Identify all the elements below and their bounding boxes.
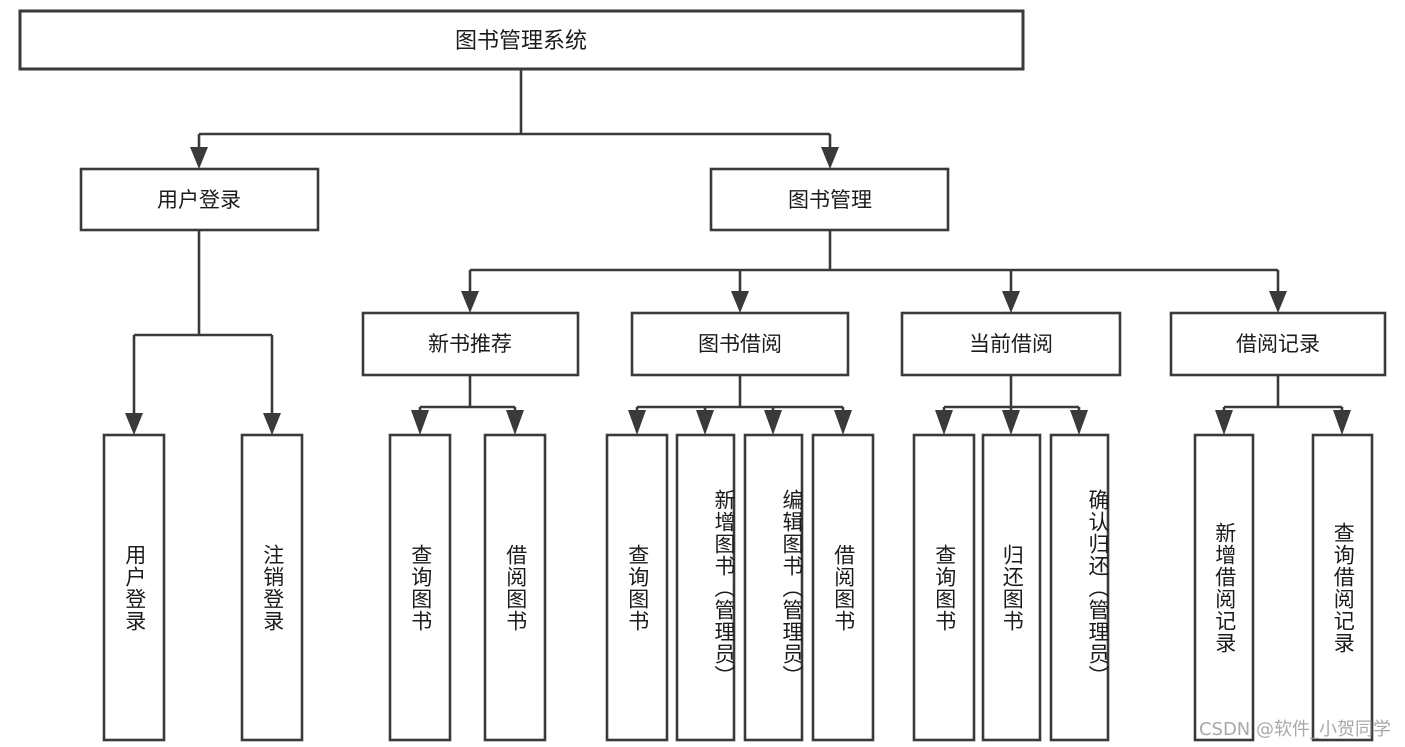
node-borrow-record-label: 借阅记录 [1236, 332, 1320, 356]
node-current-borrow[interactable] [900, 311, 1122, 377]
node-leaf-borrow-book-2[interactable] [811, 433, 875, 742]
node-current-borrow-label: 当前借阅 [969, 332, 1053, 356]
arrow-head-leaf-query-book-3 [935, 410, 953, 435]
arrow-head-leaf-add-record [1215, 410, 1233, 435]
arrow-head-leaf-add-book [696, 410, 714, 435]
node-leaf-add-book[interactable] [675, 433, 736, 742]
node-root[interactable] [18, 9, 1025, 71]
node-leaf-edit-book[interactable] [743, 433, 804, 742]
node-leaf-logout-login[interactable] [240, 433, 304, 742]
node-book-management[interactable] [709, 167, 950, 232]
node-leaf-borrow-book-1[interactable] [483, 433, 547, 742]
arrow-head-leaf-logout-login [263, 413, 281, 435]
arrow-head-user-login [190, 147, 208, 169]
node-leaf-query-book-3[interactable] [912, 433, 976, 742]
node-leaf-return-book[interactable] [981, 433, 1042, 742]
arrow-head-leaf-query-record [1333, 410, 1351, 435]
node-leaf-user-login[interactable] [102, 433, 166, 742]
node-layer: 图书管理系统 用户登录 图书管理 新书推荐 图书借阅 当前借阅 借阅记录 [18, 9, 1387, 742]
node-leaf-confirm-return[interactable] [1049, 433, 1110, 742]
node-root-label: 图书管理系统 [455, 29, 587, 54]
node-leaf-add-record[interactable] [1193, 433, 1255, 742]
arrow-head-new-book-recommend [461, 291, 479, 313]
arrow-head-leaf-borrow-book-1 [506, 410, 524, 435]
node-new-book-recommend-label: 新书推荐 [428, 332, 512, 356]
arrow-head-leaf-query-book-1 [411, 410, 429, 435]
node-new-book-recommend[interactable] [361, 311, 580, 377]
arrow-head-leaf-confirm-return [1070, 410, 1088, 435]
node-leaf-query-book-1[interactable] [388, 433, 452, 742]
arrow-head-leaf-user-login [125, 413, 143, 435]
node-book-management-label: 图书管理 [788, 188, 872, 212]
node-book-borrow[interactable] [630, 311, 850, 377]
node-book-borrow-label: 图书借阅 [698, 332, 782, 356]
arrow-head-leaf-return-book [1002, 410, 1020, 435]
arrow-head-current-borrow [1002, 291, 1020, 313]
arrow-head-book-management [821, 147, 839, 169]
node-user-login-label: 用户登录 [157, 188, 241, 212]
node-leaf-query-book-2[interactable] [605, 433, 669, 742]
connector-layer [125, 69, 1351, 435]
arrow-head-leaf-edit-book [764, 410, 782, 435]
node-leaf-query-record[interactable] [1311, 433, 1374, 742]
node-borrow-record[interactable] [1169, 311, 1387, 377]
arrow-head-leaf-query-book-2 [628, 410, 646, 435]
arrow-head-leaf-borrow-book-2 [834, 410, 852, 435]
node-user-login[interactable] [79, 167, 320, 232]
arrow-head-book-borrow [731, 291, 749, 313]
watermark-text: CSDN @软件_小贺同学 [1198, 719, 1391, 740]
arrow-head-borrow-record [1269, 291, 1287, 313]
